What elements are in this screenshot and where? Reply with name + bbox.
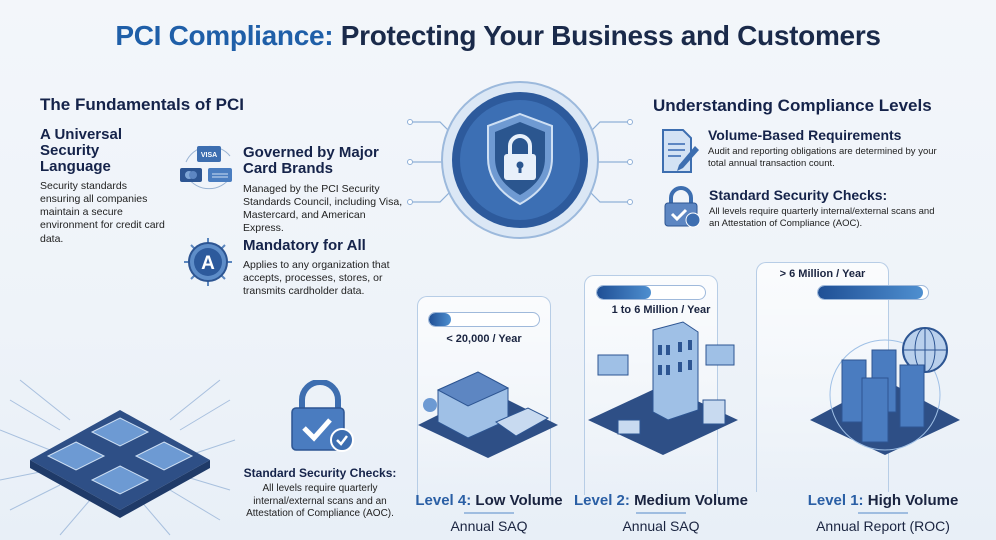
level-4-volume-bar <box>428 312 540 327</box>
lock-check-icon <box>664 186 701 228</box>
page-title: PCI Compliance: Protecting Your Business… <box>115 20 881 51</box>
gear-a-icon: A <box>184 238 232 286</box>
level-1-label: Level 1: High Volume <box>807 492 959 509</box>
level-1-report: Annual Report (ROC) <box>816 518 950 534</box>
standard-checks-title: Standard Security Checks: <box>709 187 888 203</box>
server-globe-icon <box>810 327 960 455</box>
office-building-icon <box>588 321 738 455</box>
bottom-checks-desc: All levels require quarterly internal/ex… <box>246 483 394 519</box>
lock-check-icon <box>291 380 354 452</box>
fundamentals-heading: The Fundamentals of PCI <box>40 95 245 114</box>
level-2-report: Annual SAQ <box>622 518 700 534</box>
level-4-volume: < 20,000 / Year <box>446 333 522 345</box>
shield-lock-emblem <box>407 81 633 239</box>
level-4-volume-fill <box>429 313 451 326</box>
visa-logo: VISA <box>201 152 217 159</box>
card-brands-icon: VISA <box>180 145 232 190</box>
mandatory-title: Mandatory for All <box>243 237 366 254</box>
volume-desc: Audit and reporting obligations are dete… <box>708 146 937 169</box>
level-4-label: Level 4: Low Volume <box>415 492 563 509</box>
volume-title: Volume-Based Requirements <box>708 127 902 143</box>
universal-title: A Universal Security Language <box>40 126 122 175</box>
level-1-volume: > 6 Million / Year <box>779 268 866 280</box>
level-1-volume-bar <box>817 285 929 300</box>
divider <box>858 512 908 514</box>
storefront-icon <box>418 371 558 458</box>
level-2-label: Level 2: Medium Volume <box>574 492 748 509</box>
level-2-volume: 1 to 6 Million / Year <box>611 304 711 316</box>
level-1-volume-fill <box>818 286 923 299</box>
mandatory-desc: Applies to any organization that accepts… <box>243 259 390 298</box>
circuit-chip-illustration <box>0 379 236 536</box>
level-4-report: Annual SAQ <box>450 518 528 534</box>
divider <box>464 512 514 514</box>
level-2-volume-fill <box>597 286 651 299</box>
standard-checks-desc: All levels require quarterly internal/ex… <box>709 206 935 229</box>
document-pen-icon <box>662 129 699 173</box>
governed-desc: Managed by the PCI Security Standards Co… <box>243 183 403 235</box>
levels-heading: Understanding Compliance Levels <box>653 96 932 115</box>
bottom-checks-title: Standard Security Checks: <box>243 466 397 480</box>
governed-title: Governed by Major Card Brands <box>243 144 379 177</box>
universal-desc: Security standards ensuring all companie… <box>40 180 165 245</box>
svg-text:A: A <box>201 253 215 274</box>
divider <box>636 512 686 514</box>
level-2-volume-bar <box>596 285 706 300</box>
